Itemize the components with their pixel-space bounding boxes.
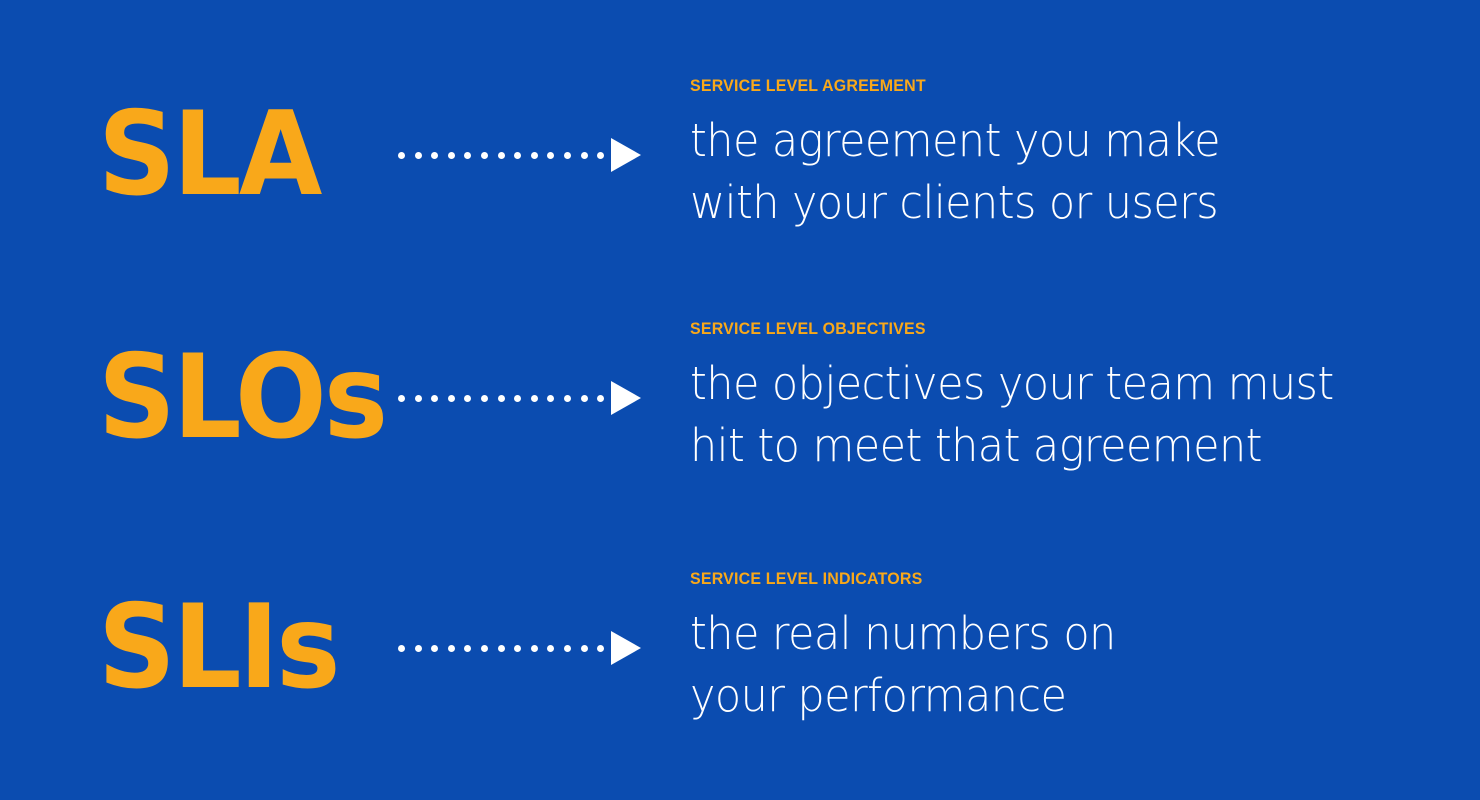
definition-row-slis: SLIs SERVICE LEVEL INDICATORS the real n…: [0, 526, 1480, 770]
definition-text-slis: SERVICE LEVEL INDICATORS the real number…: [690, 526, 1450, 770]
definition-row-slos: SLOs SERVICE LEVEL OBJECTIVES the object…: [0, 276, 1480, 520]
arrow-dot: [547, 644, 555, 652]
eyebrow-label-slis: SERVICE LEVEL INDICATORS: [690, 568, 923, 588]
eyebrow-label-slos: SERVICE LEVEL OBJECTIVES: [690, 318, 926, 338]
arrow-dot: [514, 394, 522, 402]
arrow-dot: [447, 394, 455, 402]
arrow-dot: [497, 394, 505, 402]
arrow-dot: [398, 644, 405, 652]
eyebrow-label-sla: SERVICE LEVEL AGREEMENT: [690, 75, 926, 95]
arrow-dot: [514, 151, 522, 159]
arrow-dot: [597, 151, 605, 159]
arrow-dot: [431, 394, 439, 402]
arrow-dot: [563, 644, 571, 652]
arrow-dot: [597, 644, 605, 652]
arrow-dot: [447, 151, 455, 159]
arrow-dot: [580, 644, 588, 652]
acronym-slos: SLOs: [98, 329, 388, 465]
arrow-dot: [431, 644, 439, 652]
definition-line: the agreement you make: [690, 113, 1221, 167]
definition-text-sla: SERVICE LEVEL AGREEMENT the agreement yo…: [690, 33, 1450, 277]
definition-line: the real numbers on: [690, 606, 1116, 660]
arrow-dot: [431, 151, 439, 159]
arrow-dot: [530, 151, 538, 159]
arrow-dot: [414, 151, 422, 159]
dotted-arrow-sla: [398, 33, 648, 277]
acronym-sla: SLA: [98, 86, 322, 222]
definition-text-slos: SERVICE LEVEL OBJECTIVES the objectives …: [690, 276, 1450, 520]
arrow-dots: [398, 394, 605, 402]
arrow-dot: [563, 394, 571, 402]
arrow-dots: [398, 644, 605, 652]
arrow-dot: [514, 644, 522, 652]
dotted-arrow-slis: [398, 526, 648, 770]
arrow-dot: [464, 151, 472, 159]
arrow-head-icon: [611, 631, 642, 665]
arrow-dot: [497, 644, 505, 652]
arrow-dot: [480, 394, 488, 402]
arrow-dot: [597, 394, 605, 402]
arrow-dots: [398, 151, 605, 159]
arrow-dot: [580, 394, 588, 402]
acronym-slis: SLIs: [98, 579, 340, 715]
arrow-dot: [530, 644, 538, 652]
arrow-dot: [464, 394, 472, 402]
dotted-arrow-slos: [398, 276, 648, 520]
arrow-dot: [480, 644, 488, 652]
definition-line: with your clients or users: [690, 176, 1219, 229]
arrow-dot: [497, 151, 505, 159]
arrow-dot: [398, 151, 405, 159]
arrow-dot: [480, 151, 488, 159]
arrow-dot: [447, 644, 455, 652]
definition-row-sla: SLA SERVICE LEVEL AGREEMENT the agreemen…: [0, 33, 1480, 277]
definition-line: hit to meet that agreement: [690, 419, 1262, 472]
arrow-dot: [414, 394, 422, 402]
arrow-dot: [580, 151, 588, 159]
arrow-head-icon: [611, 138, 642, 172]
definition-line: your performance: [690, 669, 1067, 722]
arrow-dot: [398, 394, 405, 402]
arrow-dot: [464, 644, 472, 652]
arrow-head-icon: [611, 381, 642, 415]
arrow-dot: [547, 394, 555, 402]
arrow-dot: [563, 151, 571, 159]
arrow-dot: [414, 644, 422, 652]
arrow-dot: [547, 151, 555, 159]
definition-line: the objectives your team must: [690, 356, 1334, 410]
arrow-dot: [530, 394, 538, 402]
